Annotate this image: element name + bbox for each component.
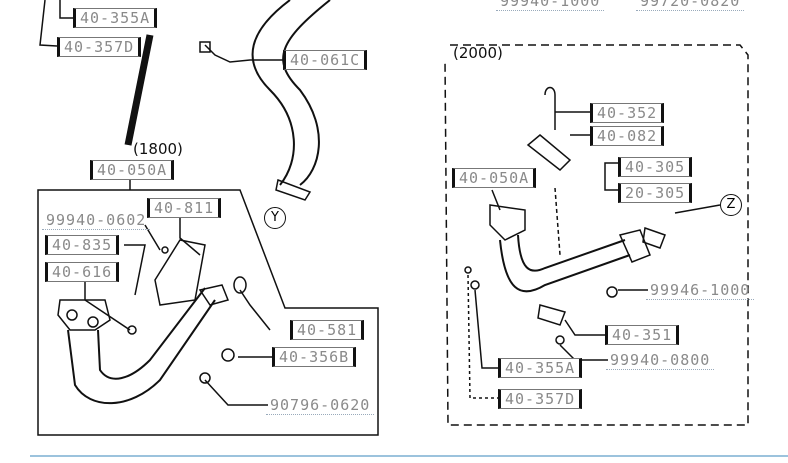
part-label-40-355A[interactable]: 40-355A [73,8,158,28]
part-label-40-305[interactable]: 40-305 [618,157,693,177]
part-label-40-351[interactable]: 40-351 [605,325,680,345]
part-label-99946-1000[interactable]: 99946-1000 [646,281,755,300]
group-caption-1800: (1800) [133,140,183,158]
part-label-40-352[interactable]: 40-352 [590,103,665,123]
part-label-99940-0602[interactable]: 99940-0602 [42,211,151,230]
part-label-40-355A-2000[interactable]: 40-355A [498,358,583,378]
part-label-top-right[interactable]: 99720-0820 [636,0,745,11]
part-label-20-305[interactable]: 20-305 [618,183,693,203]
part-label-40-811[interactable]: 40-811 [147,198,222,218]
part-label-90796-0620[interactable]: 90796-0620 [266,396,375,415]
part-label-40-581[interactable]: 40-581 [290,320,365,340]
part-label-99940-0800[interactable]: 99940-0800 [606,351,715,370]
part-label-40-356B[interactable]: 40-356B [272,347,357,367]
part-label-top-left[interactable]: 99940-1000 [496,0,605,11]
part-label-40-835[interactable]: 40-835 [45,235,120,255]
group-caption-2000: (2000) [453,44,503,62]
part-label-40-357D-2000[interactable]: 40-357D [498,389,583,409]
bottom-divider [30,455,788,457]
part-label-40-050A[interactable]: 40-050A [90,160,175,180]
part-label-40-061C[interactable]: 40-061C [283,50,368,70]
view-marker-z: Z [720,194,742,216]
part-label-40-082[interactable]: 40-082 [590,126,665,146]
part-label-40-616[interactable]: 40-616 [45,262,120,282]
part-label-40-357D[interactable]: 40-357D [57,37,142,57]
view-marker-y: Y [264,207,286,229]
part-label-40-050A-2000[interactable]: 40-050A [452,168,537,188]
